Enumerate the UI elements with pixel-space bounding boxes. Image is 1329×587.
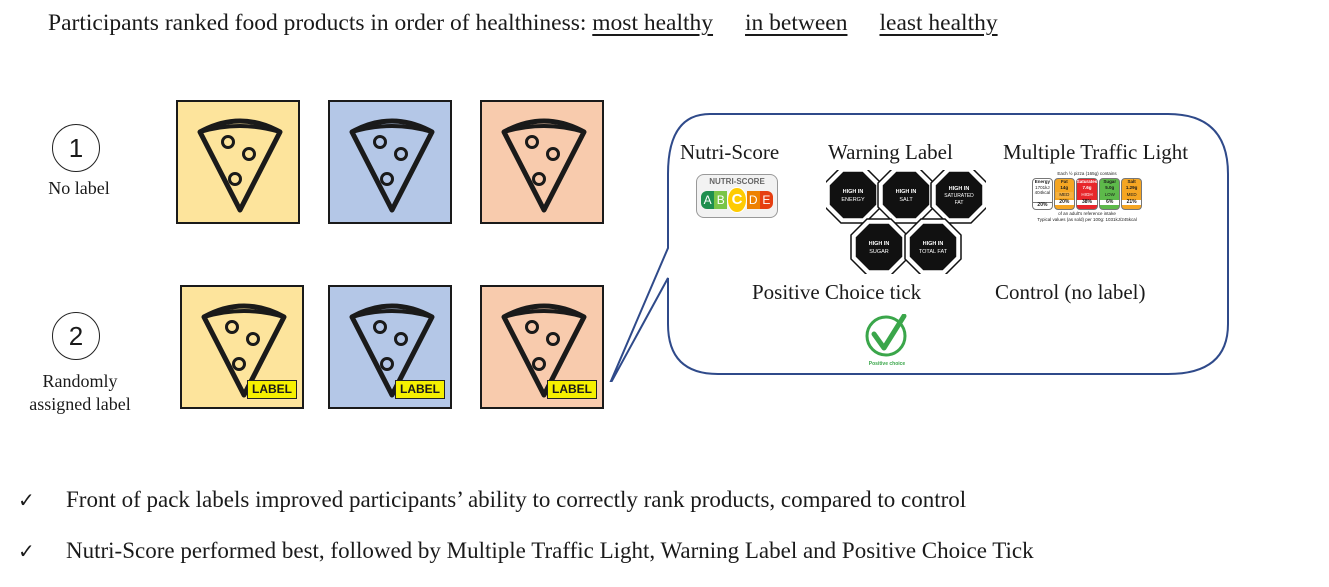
option-title-control: Control (no label) — [995, 280, 1146, 304]
nutri-score-letter: B — [714, 191, 728, 209]
condition-2-label: Randomly assigned label — [10, 370, 150, 416]
warning-octagon-salt: HIGH IN SALT — [877, 170, 935, 224]
condition-2-number: 2 — [52, 312, 100, 360]
product-card-blue — [328, 100, 452, 224]
product-card-yellow-labelled: LABEL — [180, 285, 304, 409]
condition-1-label: No label — [20, 177, 138, 200]
nutri-score-letter: E — [759, 191, 773, 209]
warning-label-octagons: HIGH IN ENERGY HIGH IN SALT HIGH IN SATU… — [826, 170, 986, 274]
nutri-score-letter: D — [746, 191, 760, 209]
label-tag: LABEL — [395, 380, 445, 399]
nutri-score-logo: NUTRI-SCORE A B C D E — [696, 174, 778, 218]
warning-octagon-sugar: HIGH IN SUGAR — [850, 218, 908, 274]
traffic-light-label: Each ½ pizza (165g) contains Energy 1701… — [1032, 171, 1143, 223]
product-card-blue-labelled: LABEL — [328, 285, 452, 409]
positive-choice-tick-icon — [865, 314, 907, 357]
svg-text:ENERGY: ENERGY — [841, 197, 865, 203]
pizza-icon — [178, 102, 302, 226]
finding-1: ✓ Front of pack labels improved participa… — [18, 487, 966, 513]
svg-text:HIGH IN: HIGH IN — [843, 189, 864, 195]
rank-in-between: in between — [745, 10, 848, 36]
condition-2-label-line: Randomly — [42, 371, 118, 391]
svg-text:SUGAR: SUGAR — [869, 249, 889, 255]
traffic-light-salt: Salt 1.29g MED 21% — [1121, 178, 1143, 210]
finding-2-text: Nutri-Score performed best, followed by … — [66, 538, 1034, 563]
traffic-light-energy: Energy 1701kJ 404kcal 20% — [1032, 178, 1053, 210]
svg-text:HIGH IN: HIGH IN — [896, 189, 917, 195]
warning-octagon-energy: HIGH IN ENERGY — [826, 170, 882, 224]
traffic-light-cells: Energy 1701kJ 404kcal 20% Fat 14g MED 20… — [1032, 178, 1143, 210]
rank-most-healthy: most healthy — [592, 10, 714, 36]
traffic-light-bottom-note: of an adult's reference intake — [1058, 211, 1116, 216]
product-card-orange-labelled: LABEL — [480, 285, 604, 409]
traffic-light-sugar: Sugar 5.0g LOW 6% — [1099, 178, 1121, 210]
positive-choice-caption: Positive choice — [868, 361, 906, 367]
finding-1-text: Front of pack labels improved participan… — [66, 487, 967, 512]
condition-2-label-line: assigned label — [29, 394, 131, 414]
nutri-score-letter: A — [701, 191, 715, 209]
task-description: Participants ranked food products in ord… — [48, 10, 998, 37]
traffic-light-fat: Fat 14g MED 20% — [1053, 178, 1075, 210]
warning-octagon-saturated-fat: HIGH IN SATURATED FAT — [930, 170, 986, 224]
pizza-icon — [330, 102, 454, 226]
svg-text:SALT: SALT — [899, 197, 913, 203]
product-card-yellow — [176, 100, 300, 224]
traffic-light-top-note: Each ½ pizza (165g) contains — [1057, 171, 1117, 176]
option-title-nutri-score: Nutri-Score — [680, 140, 780, 164]
condition-1-label-line: No label — [48, 178, 110, 198]
traffic-light-saturates: Saturates 7.6g HIGH 38% — [1075, 178, 1099, 210]
option-title-traffic-light: Multiple Traffic Light — [1003, 140, 1189, 164]
svg-text:HIGH IN: HIGH IN — [869, 241, 890, 247]
check-icon: ✓ — [18, 488, 35, 512]
traffic-light-bottom-note-2: Typical values (as sold) per 100g: 1031k… — [1037, 217, 1137, 222]
product-card-orange — [480, 100, 604, 224]
label-tag: LABEL — [547, 380, 597, 399]
svg-text:HIGH IN: HIGH IN — [949, 186, 970, 192]
label-tag: LABEL — [247, 380, 297, 399]
finding-2: ✓ Nutri-Score performed best, followed by… — [18, 538, 1034, 564]
option-title-warning-label: Warning Label — [828, 140, 953, 164]
svg-text:SATURATED: SATURATED — [944, 193, 974, 199]
check-icon: ✓ — [18, 539, 35, 563]
svg-text:TOTAL FAT: TOTAL FAT — [919, 249, 948, 255]
task-intro: Participants ranked food products in ord… — [48, 10, 587, 36]
nutri-score-scale: A B C D E — [701, 187, 773, 213]
nutri-score-letter-selected: C — [727, 187, 747, 213]
warning-octagon-total-fat: HIGH IN TOTAL FAT — [904, 218, 962, 274]
svg-text:FAT: FAT — [955, 200, 964, 206]
svg-text:HIGH IN: HIGH IN — [923, 241, 944, 247]
rank-least-healthy: least healthy — [879, 10, 998, 36]
option-title-positive-choice: Positive Choice tick — [752, 280, 922, 304]
condition-1-number: 1 — [52, 124, 100, 172]
pizza-icon — [482, 102, 606, 226]
nutri-score-heading: NUTRI-SCORE — [709, 177, 765, 186]
